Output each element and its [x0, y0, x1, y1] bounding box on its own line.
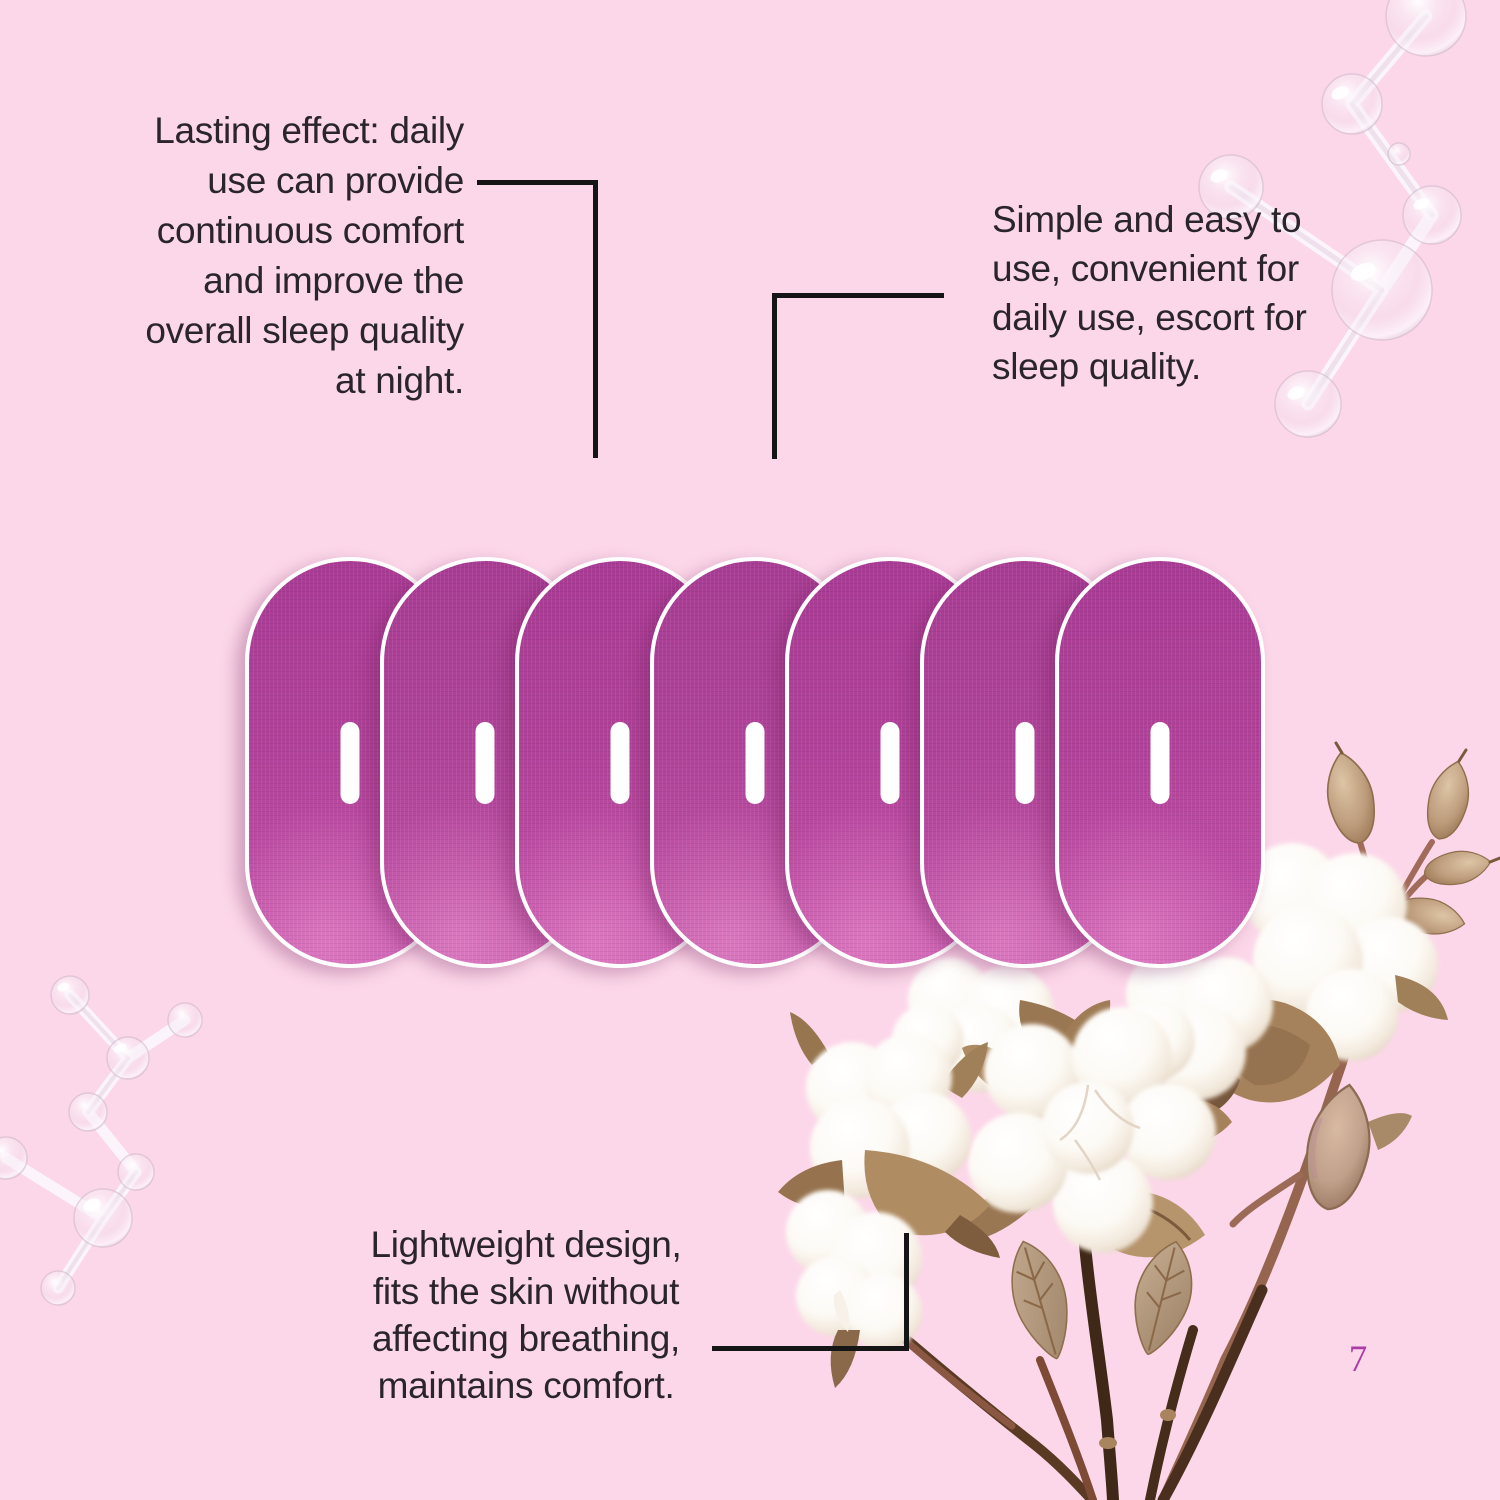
annotation-lasting-effect: Lasting effect: daily use can provide co… [145, 110, 464, 401]
tape-slit-3 [610, 721, 630, 804]
connector-line-simple-horizontal [772, 293, 944, 298]
tape-slit-1 [340, 721, 360, 804]
tape-slit-4 [745, 721, 765, 804]
connector-line-lightweight-horizontal [712, 1346, 909, 1351]
tape-slit-5 [880, 721, 900, 804]
tape-patch-7 [1055, 557, 1265, 968]
tape-slit-2 [475, 721, 495, 804]
page-number: 7 [1348, 1339, 1368, 1380]
annotation-lightweight: Lightweight design, fits the skin withou… [370, 1224, 682, 1406]
connector-line-lasting-vertical [593, 180, 598, 458]
connector-line-lasting-horizontal [477, 180, 598, 185]
molecule-decoration-left-icon [0, 975, 203, 1306]
annotation-simple-easy: Simple and easy to use, convenient for d… [992, 199, 1307, 387]
tape-slit-6 [1015, 721, 1035, 804]
connector-line-lightweight-vertical [904, 1233, 909, 1351]
connector-line-simple-vertical [772, 293, 777, 459]
tape-slit-7 [1150, 721, 1170, 804]
